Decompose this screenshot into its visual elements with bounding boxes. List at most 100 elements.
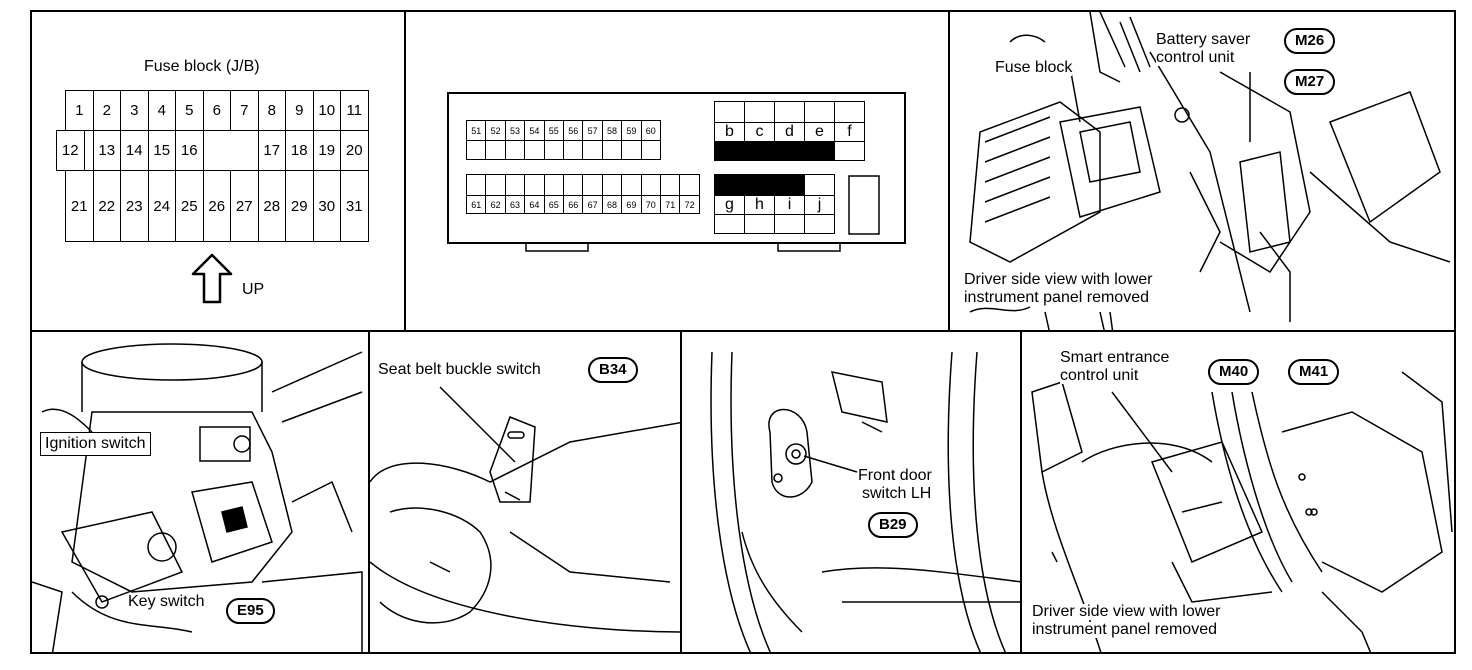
connector-letter-cell: j [804,195,835,215]
door-switch-label-2: switch LH [862,485,932,502]
connector-cell [601,174,623,196]
fuse-block-label: Fuse block [995,59,1073,76]
connector-letter-cell [714,101,745,123]
door-switch-panel: Front door switch LH B29 [680,330,1022,654]
connector-code-m27: M27 [1284,69,1336,95]
connector-letter-cell [774,141,805,161]
battery-saver-illustration [969,12,1451,330]
battery-saver-panel: Fuse block Battery saver control unit M2… [948,10,1456,332]
connector-cell [524,174,545,196]
connector-cell [640,140,661,160]
connector-cell [466,174,487,196]
connector-cell: 60 [640,120,661,141]
connector-letter-cell [774,174,805,196]
connector-letter-cell [714,214,745,234]
connector-letter-cell [744,214,775,234]
connector-cell: 64 [524,195,545,214]
connector-letter-cell [804,214,835,234]
connector-cell: 72 [679,195,700,214]
battery-saver-caption-2: instrument panel removed [964,289,1149,306]
connector-cell [485,174,506,196]
connector-cell [621,174,642,196]
connector-letter-cell [744,141,775,161]
connector-letter-cell: f [834,122,865,142]
connector-cell: 53 [504,120,526,141]
connector-letter-cell: b [714,122,745,142]
connector-outline [447,92,906,252]
connector-cell: 62 [485,195,506,214]
up-label: UP [242,281,265,298]
connector-cell [582,174,603,196]
seat-belt-illustration [370,386,680,633]
ignition-switch-label: Ignition switch [40,432,151,456]
connector-letter-cell [774,214,805,234]
up-arrow-icon [191,253,233,304]
connector-cell [582,140,603,160]
door-switch-illustration [710,351,1020,652]
connector-letter-cell [774,101,805,123]
connector-letter-cell [834,101,865,123]
battery-saver-caption-1: Driver side view with lower [964,271,1153,288]
connector-cell: 55 [543,120,564,141]
battery-saver-label-2: control unit [1156,49,1235,66]
door-switch-label-1: Front door [858,467,932,484]
connector-cell [543,174,564,196]
connector-code-e95: E95 [226,598,275,624]
connector-letter-cell: h [744,195,775,215]
connector-letter-cell: d [774,122,805,142]
connector-cell: 71 [660,195,681,214]
connector-cell: 58 [601,120,623,141]
connector-cell [485,140,506,160]
seat-belt-panel: Seat belt buckle switch B34 [368,330,682,654]
connector-cell [466,140,487,160]
connector-letter-cell: g [714,195,745,215]
battery-saver-label-1: Battery saver [1156,31,1251,48]
connector-cell: 63 [504,195,526,214]
connector-cell: 69 [621,195,642,214]
ignition-illustration [32,343,363,652]
smart-entrance-label-1: Smart entrance [1060,349,1170,366]
connector-cell: 51 [466,120,487,141]
connector-letter-cell [744,101,775,123]
connector-cell: 57 [582,120,603,141]
connector-cell: 52 [485,120,506,141]
connector-cell [563,174,584,196]
connector-cell: 66 [563,195,584,214]
connector-cell [621,140,642,160]
connector-letter-cell [804,141,835,161]
connector-code-m26: M26 [1284,28,1336,54]
connector-code-m41: M41 [1288,359,1340,385]
connector-letter-cell [714,141,745,161]
connector-letter-cell: c [744,122,775,142]
connector-letter-cell [714,174,745,196]
smart-entrance-label-2: control unit [1060,367,1139,384]
fuse-block-title: Fuse block (J/B) [144,58,260,75]
connector-cell [524,140,545,160]
connector-cell: 68 [601,195,623,214]
smart-entrance-caption-1: Driver side view with lower [1032,603,1221,620]
connector-code-b29: B29 [868,512,918,538]
connector-letter-cell [804,174,835,196]
ignition-panel: Ignition switch Key switch E95 [30,330,370,654]
connector-cell: 56 [563,120,584,141]
smart-entrance-panel: Smart entrance control unit M40 M41 Driv… [1020,330,1456,654]
connector-cell: 65 [543,195,564,214]
connector-cell [563,140,584,160]
connector-letter-cell: i [774,195,805,215]
connector-cell [640,174,661,196]
connector-cell: 61 [466,195,487,214]
connector-cell [504,174,526,196]
connector-cell: 59 [621,120,642,141]
connector-letter-cell [804,101,835,123]
connector-cell [543,140,564,160]
smart-entrance-caption-2: instrument panel removed [1032,621,1217,638]
connector-letter-cell: e [804,122,835,142]
connector-cell [601,140,623,160]
connector-code-m40: M40 [1208,359,1260,385]
seat-belt-label: Seat belt buckle switch [378,361,541,378]
key-switch-label: Key switch [128,593,205,610]
connector-code-b34: B34 [588,357,638,383]
connector-cell: 67 [582,195,603,214]
